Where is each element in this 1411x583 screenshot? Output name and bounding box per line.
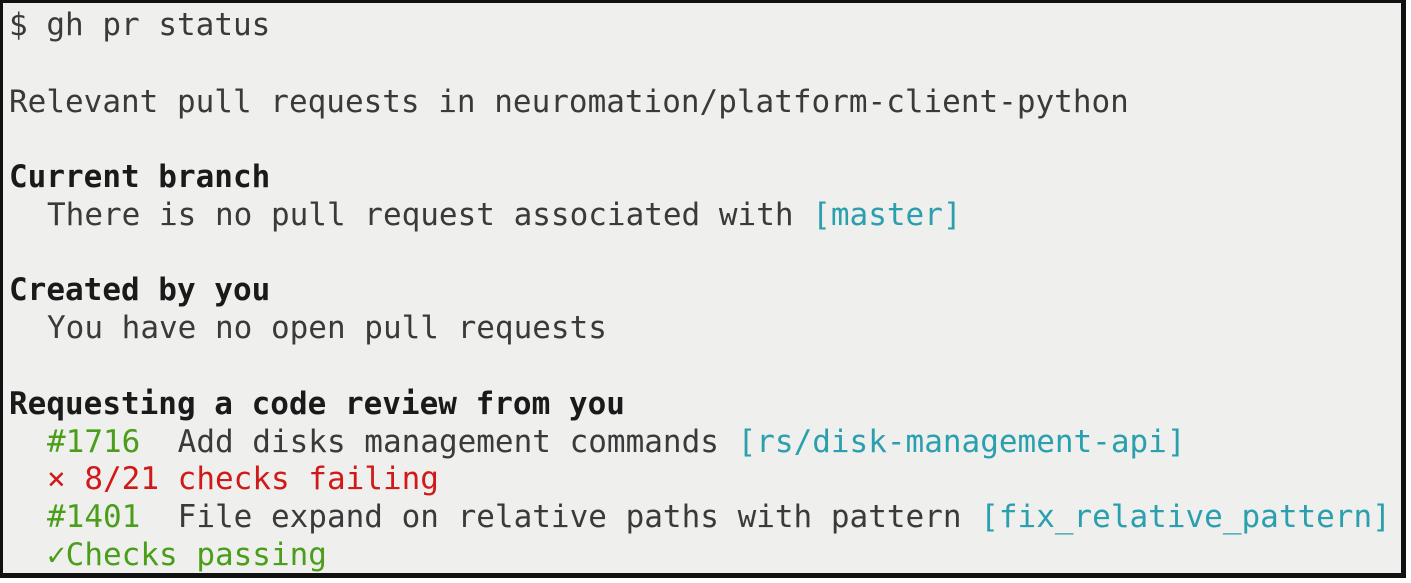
command-text: gh pr status xyxy=(46,7,271,43)
pr-entry: #1401 File expand on relative paths with… xyxy=(47,498,1391,536)
created-by-you-message: You have no open pull requests xyxy=(47,310,607,346)
pr-number: #1401 xyxy=(47,499,141,535)
relevant-line: Relevant pull requests in neuromation/pl… xyxy=(9,84,1129,120)
pr-check-status: × 8/21 checks failing xyxy=(47,460,439,498)
current-branch-heading: Current branch xyxy=(9,159,271,195)
cross-icon: × xyxy=(47,461,66,497)
review-requests-heading: Requesting a code review from you xyxy=(9,386,625,422)
check-icon: ✓ xyxy=(47,537,66,573)
pr-branch: [rs/disk-management-api] xyxy=(737,424,1186,460)
current-branch-message: There is no pull request associated with… xyxy=(47,196,962,234)
pr-number: #1716 xyxy=(47,424,141,460)
pr-title: Add disks management commands xyxy=(177,424,738,460)
pr-entry: #1716 Add disks management commands [rs/… xyxy=(47,423,1186,461)
current-branch-message-text: There is no pull request associated with xyxy=(47,197,813,233)
pr-check-text: Checks passing xyxy=(65,537,327,573)
command-line: $ gh pr status xyxy=(9,6,270,44)
pr-check-text: 8/21 checks failing xyxy=(84,461,439,497)
current-branch-name: [master] xyxy=(812,197,962,233)
pr-branch: [fix_relative_pattern] xyxy=(980,499,1391,535)
pr-check-status: ✓Checks passing xyxy=(47,536,327,573)
pr-title: File expand on relative paths with patte… xyxy=(177,499,981,535)
prompt-symbol: $ xyxy=(9,7,28,43)
created-by-you-heading: Created by you xyxy=(9,272,271,308)
